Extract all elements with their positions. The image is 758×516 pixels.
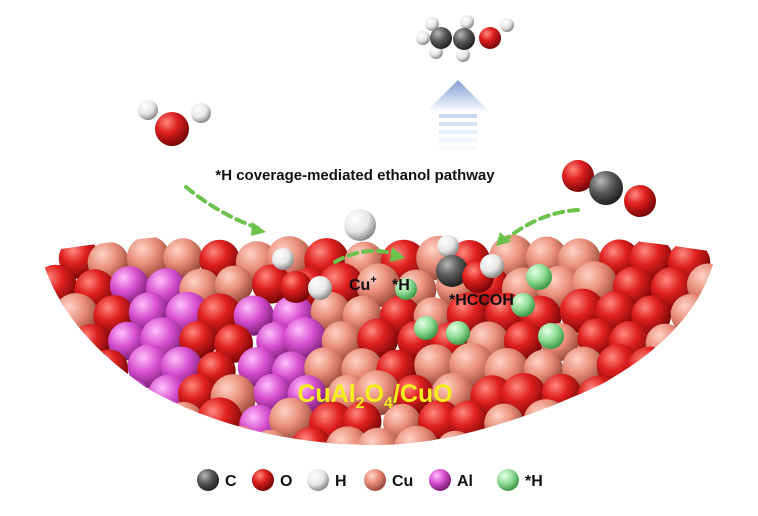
legend-item: *H [497,469,543,491]
surface-atom [290,426,333,445]
ethanol-molecule [416,15,514,62]
surface-atom [614,427,657,445]
surface-atom [394,425,439,445]
surface-atom [163,238,203,278]
legend-label: O [280,473,292,490]
cu-plus-label: Cu+ [349,274,377,294]
surface-atom [75,373,115,413]
surface-atom [40,323,77,364]
legend-swatch [364,469,386,491]
surface-atom [51,399,94,442]
surface-atom [71,324,111,364]
surface-atom [217,425,262,445]
legend-swatch [252,469,274,491]
legend-item: C [197,469,237,491]
surface-atom [649,427,696,445]
surface-atom [74,429,117,445]
up-arrow-icon [426,80,490,150]
surface-atom [534,424,581,445]
legend-label: Cu [392,473,413,490]
surface-atom [686,432,716,445]
legend-item: H [307,469,347,491]
surface-atom [484,403,524,444]
surface-atom [40,372,82,419]
legend-swatch [497,469,519,491]
surface-atom [627,346,672,391]
surface-atom [56,348,97,388]
water-molecule [138,100,211,146]
surface-atom [647,375,686,414]
surface-atom [196,397,243,444]
adsorbed-h-atoms [395,264,564,349]
catalyst-label: CuAl2O4/CuO [297,380,452,412]
hydrogen-atom [344,209,376,241]
surface-atom [163,401,205,444]
legend-swatch [429,469,451,491]
atom-legend: C O H Cu Al *H [197,469,543,491]
legend-label: *H [525,473,543,490]
legend-label: H [335,473,347,490]
surface-atom [356,427,401,445]
surface-atom [645,323,685,363]
surface-atom [250,429,290,445]
legend-item: O [252,469,292,491]
pathway-title: *H coverage-mediated ethanol pathway [215,167,495,184]
surface-atom [541,373,582,414]
legend-item: Cu [364,469,413,491]
surface-atom [356,263,401,308]
surface-atom [685,372,716,415]
surface-atom [87,403,130,445]
arrow-heads [251,222,511,262]
surface-atom [125,401,171,445]
adsorbed-water [272,248,332,303]
surface-atom [617,378,656,417]
surface-atom [179,426,224,445]
surface-atom [664,401,709,445]
surface-atom [435,430,475,445]
surface-atom [90,349,129,388]
reaction-arrows [184,185,580,264]
co2-molecule [562,160,656,217]
hccoh-intermediate [436,235,504,293]
surface-atom [670,293,712,335]
surface-atom [111,378,151,417]
surface-atom [233,295,274,336]
surface-atom [505,426,551,445]
legend-label: Al [457,473,473,490]
surface-atom [633,399,678,445]
adsorbed-h-label: *H [392,277,410,294]
catalyst-surface [40,234,716,445]
surface-atom [592,398,635,441]
surface-atom [577,426,621,445]
surface-atom [252,264,292,304]
surface-atom [283,317,327,360]
intermediate-label: *HCCOH [449,292,514,309]
surface-atom [523,399,569,445]
surface-atom [666,344,711,389]
legend-item: Al [429,469,473,491]
surface-atom [108,427,154,445]
legend-label: C [225,473,237,490]
surface-atom [40,429,76,445]
legend-swatch [307,469,329,491]
surface-atom [141,430,181,445]
surface-atom [469,428,514,445]
surface-atom [558,401,599,443]
surface-atom [325,426,370,445]
legend-swatch [197,469,219,491]
surface-atom [577,375,621,419]
surface-atom [680,321,716,365]
